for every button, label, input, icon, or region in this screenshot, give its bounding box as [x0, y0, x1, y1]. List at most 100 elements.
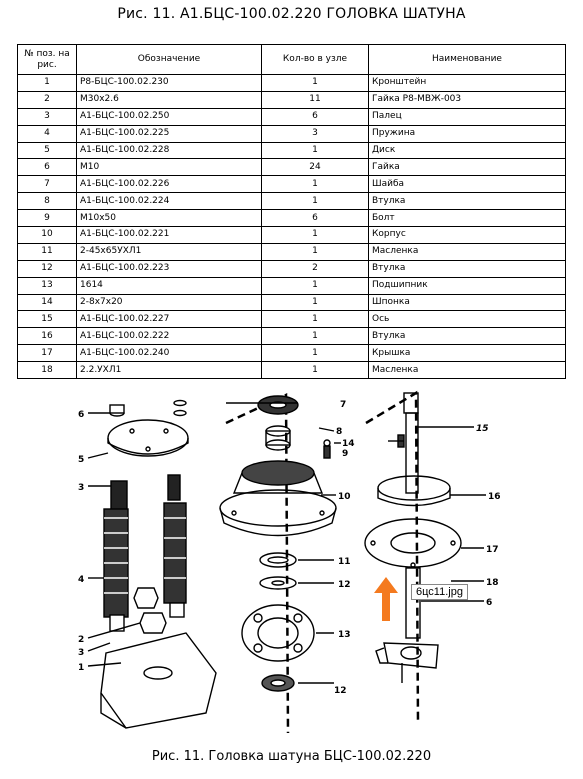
cell-designation: А1-БЦС-100.02.228 — [76, 141, 262, 160]
cell-name: Диск — [368, 141, 566, 160]
cell-quantity: 1 — [261, 141, 369, 160]
cell-name: Кронштейн — [368, 74, 566, 92]
table-header-row: № поз. на рис. Обозначение Кол-во в узле… — [17, 44, 566, 75]
cell-designation: А1-БЦС-100.02.225 — [76, 124, 262, 143]
cell-quantity: 2 — [261, 259, 369, 278]
label-1: 1 — [78, 663, 84, 673]
cell-quantity: 1 — [261, 74, 369, 92]
label-9: 9 — [342, 449, 348, 459]
cell-position: 4 — [17, 124, 77, 143]
label-12: 12 — [338, 580, 351, 590]
cell-position: 8 — [17, 192, 77, 211]
label-17: 17 — [486, 545, 499, 555]
page-title: Рис. 11. А1.БЦС-100.02.220 ГОЛОВКА ШАТУН… — [117, 6, 466, 22]
cell-quantity: 6 — [261, 107, 369, 126]
cell-designation: А1-БЦС-100.02.240 — [76, 344, 262, 363]
cell-name: Палец — [368, 107, 566, 126]
cell-name: Болт — [368, 209, 566, 228]
cell-quantity: 1 — [261, 344, 369, 363]
label-6b: 6 — [486, 598, 492, 608]
cell-position: 9 — [17, 209, 77, 228]
label-14: 14 — [342, 439, 355, 449]
cell-designation: А1-БЦС-100.02.223 — [76, 259, 262, 278]
label-8: 8 — [336, 427, 342, 437]
cell-position: 7 — [17, 175, 77, 194]
cell-position: 5 — [17, 141, 77, 160]
label-18: 18 — [486, 578, 499, 588]
label-4: 4 — [78, 575, 84, 585]
label-2: 2 — [78, 635, 84, 645]
cell-designation: 1614 — [76, 276, 262, 295]
cell-quantity: 24 — [261, 158, 369, 177]
label-16: 16 — [488, 492, 501, 502]
label-10: 10 — [338, 492, 351, 502]
cell-position: 15 — [17, 310, 77, 329]
cell-name: Масленка — [368, 361, 566, 380]
col-header-designation: Обозначение — [76, 44, 262, 75]
cell-quantity: 6 — [261, 209, 369, 228]
label-13: 13 — [338, 630, 351, 640]
cell-position: 13 — [17, 276, 77, 295]
cell-position: 11 — [17, 242, 77, 261]
cell-name: Ось — [368, 310, 566, 329]
cell-name: Крышка — [368, 344, 566, 363]
cell-designation: А1-БЦС-100.02.224 — [76, 192, 262, 211]
cell-position: 17 — [17, 344, 77, 363]
cell-designation: 2-45х65УХЛ1 — [76, 242, 262, 261]
label-7: 7 — [340, 400, 346, 410]
col-header-position: № поз. на рис. — [17, 44, 77, 75]
cell-quantity: 1 — [261, 175, 369, 194]
cell-designation: М30х2.6 — [76, 90, 262, 109]
cell-designation: 2-8х7х20 — [76, 293, 262, 312]
cell-name: Пружина — [368, 124, 566, 143]
cell-quantity: 1 — [261, 226, 369, 244]
figure-caption: Рис. 11. Головка шатуна БЦС-100.02.220 — [151, 749, 432, 764]
cell-name: Втулка — [368, 327, 566, 346]
cell-position: 1 — [17, 74, 77, 92]
cell-name: Втулка — [368, 259, 566, 278]
cell-designation: Р8-БЦС-100.02.230 — [76, 74, 262, 92]
label-5: 5 — [78, 455, 84, 465]
cell-quantity: 1 — [261, 361, 369, 380]
image-filename-tooltip: 6цс11.jpg — [411, 584, 468, 600]
cell-position: 3 — [17, 107, 77, 126]
label-11: 11 — [338, 557, 351, 567]
label-15: 15 — [476, 424, 489, 434]
cell-position: 16 — [17, 327, 77, 346]
cell-name: Подшипник — [368, 276, 566, 295]
label-6: 6 — [78, 410, 84, 420]
cell-designation: А1-БЦС-100.02.226 — [76, 175, 262, 194]
cell-designation: М10х50 — [76, 209, 262, 228]
cell-position: 2 — [17, 90, 77, 109]
col-header-name: Наименование — [368, 44, 566, 75]
col-header-quantity: Кол-во в узле — [261, 44, 369, 75]
cell-position: 6 — [17, 158, 77, 177]
cell-designation: А1-БЦС-100.02.250 — [76, 107, 262, 126]
cell-quantity: 1 — [261, 242, 369, 261]
cell-quantity: 3 — [261, 124, 369, 143]
cell-designation: 2.2.УХЛ1 — [76, 361, 262, 380]
cell-position: 10 — [17, 226, 77, 244]
cell-designation: А1-БЦС-100.02.227 — [76, 310, 262, 329]
label-3b: 3 — [78, 648, 84, 658]
cell-name: Втулка — [368, 192, 566, 211]
exploded-assembly-drawing: 6 5 3 4 2 3 1 7 8 14 9 10 11 12 13 12 15… — [78, 390, 501, 733]
label-3: 3 — [78, 483, 84, 493]
cell-name: Масленка — [368, 242, 566, 261]
cell-name: Корпус — [368, 226, 566, 244]
cell-designation: М10 — [76, 158, 262, 177]
